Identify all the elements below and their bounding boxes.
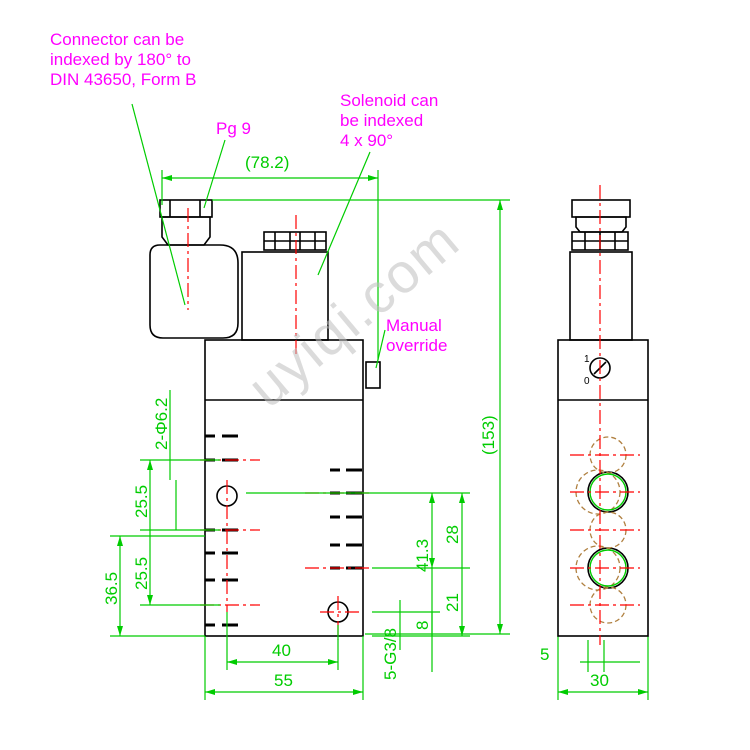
dim-25-5-b: 25.5 bbox=[132, 557, 151, 590]
dimension-texts: (78.2) (153) 2-Φ6.2 25.5 25.5 36.5 28 41… bbox=[102, 153, 609, 690]
pg9-note: Pg 9 bbox=[216, 119, 251, 138]
side-view bbox=[557, 199, 649, 637]
leader-lines bbox=[131, 103, 386, 369]
connector-note: Connector can be indexed by 180° to DIN … bbox=[50, 30, 197, 89]
dim-2-phi: 2-Φ6.2 bbox=[152, 398, 171, 450]
dim-40: 40 bbox=[272, 641, 291, 660]
dim-21: 21 bbox=[443, 593, 462, 612]
dim-36-5: 36.5 bbox=[102, 572, 121, 605]
manual-override bbox=[365, 361, 381, 389]
front-view bbox=[149, 199, 381, 637]
side-cap bbox=[571, 199, 631, 218]
centre-lines bbox=[187, 208, 372, 640]
dim-78-2: (78.2) bbox=[245, 153, 289, 172]
dim-55: 55 bbox=[274, 671, 293, 690]
connector-plug bbox=[149, 244, 239, 339]
dimension-lines bbox=[110, 170, 649, 700]
side-body bbox=[557, 339, 649, 637]
side-coil bbox=[569, 251, 633, 341]
dim-g3-8: 5-G3/8 bbox=[381, 628, 400, 680]
manual-override-note: Manual override bbox=[386, 316, 448, 355]
dim-5: 5 bbox=[540, 645, 549, 664]
solenoid-note: Solenoid can be indexed 4 x 90° bbox=[340, 91, 439, 150]
dim-28: 28 bbox=[443, 525, 462, 544]
dim-25-5-a: 25.5 bbox=[132, 485, 151, 518]
switch-off-label: 0 bbox=[584, 376, 590, 387]
arrowheads bbox=[117, 175, 648, 695]
pg9-cap bbox=[159, 199, 213, 218]
dim-30: 30 bbox=[590, 671, 609, 690]
switch-labels: 1 0 bbox=[584, 354, 590, 387]
side-centre-lines bbox=[570, 185, 640, 645]
dim-8: 8 bbox=[413, 621, 432, 630]
switch-on-label: 1 bbox=[584, 354, 590, 365]
connector-nut bbox=[161, 216, 211, 246]
dim-41-3: 41.3 bbox=[413, 539, 432, 572]
solenoid-coil bbox=[241, 251, 329, 341]
dim-153: (153) bbox=[479, 415, 498, 455]
